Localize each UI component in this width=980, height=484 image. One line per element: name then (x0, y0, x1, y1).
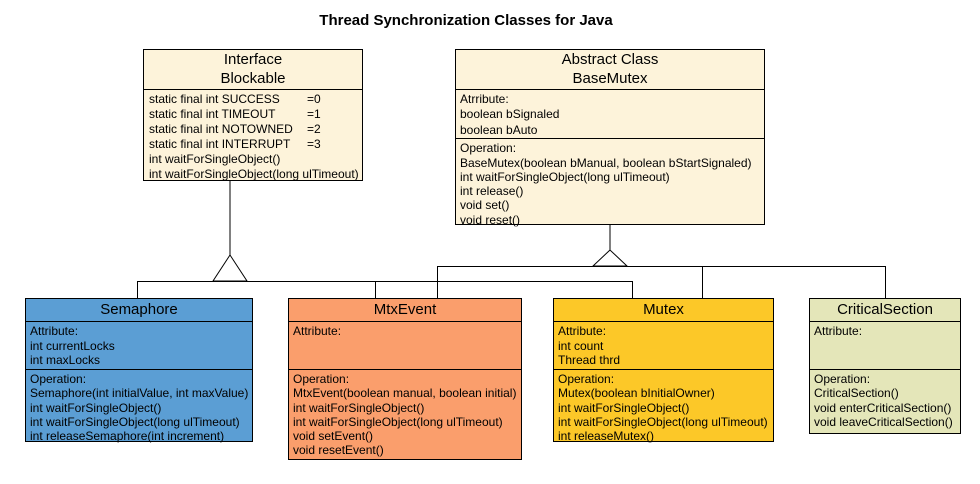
attribute-line: boolean bSignaled (460, 107, 560, 122)
basemutex-generalization-triangle (591, 249, 629, 267)
member-label: int waitForSingleObject(long ulTimeout) (149, 166, 359, 181)
operation-line: void resetEvent() (293, 443, 384, 458)
member-row: static final int TIMEOUT =1 (149, 107, 362, 122)
operation-line: int waitForSingleObject(long ulTimeout) (558, 414, 768, 429)
operation-line: void leaveCriticalSection() (814, 414, 953, 429)
member-row: static final int SUCCESS =0 (149, 92, 362, 107)
blockable-name: Blockable (220, 69, 286, 87)
operation-line: BaseMutex(boolean bManual, boolean bStar… (460, 155, 752, 170)
attribute-line: int currentLocks (30, 338, 115, 353)
member-value: =1 (307, 106, 321, 121)
blockable-generalization-triangle (212, 254, 248, 282)
operations-label: Operation: (460, 141, 517, 156)
basemutex-header: Abstract Class BaseMutex (456, 50, 764, 90)
blockable-members: static final int SUCCESS =0 static final … (144, 90, 362, 181)
member-label: static final int NOTOWNED (149, 121, 293, 136)
attribute-line: boolean bAuto (460, 122, 538, 137)
class-box-semaphore: Semaphore Attribute: int currentLocks in… (25, 298, 253, 443)
attribute-line: Thread thrd (558, 353, 621, 368)
blockable-stereotype: Interface (223, 51, 283, 68)
diagram-title: Thread Synchronization Classes for Java (319, 12, 613, 29)
member-value: =2 (307, 121, 321, 136)
criticalsection-name: CriticalSection (810, 299, 960, 322)
semaphore-operations: Operation: Semaphore(int initialValue, i… (26, 369, 252, 443)
mutex-name: Mutex (554, 299, 773, 322)
basemutex-stereotype: Abstract Class (561, 51, 659, 68)
operation-line: void set() (460, 198, 510, 213)
semaphore-name: Semaphore (26, 299, 252, 322)
mutex-operations: Operation: Mutex(boolean bInitialOwner) … (554, 369, 773, 443)
basemutex-operations: Operation: BaseMutex(boolean bManual, bo… (456, 138, 764, 227)
mutex-attributes: Attribute: int count Thread thrd (554, 322, 773, 369)
operation-line: int releaseMutex() (558, 429, 655, 444)
class-box-criticalsection: CriticalSection Attribute: Operation: Cr… (809, 298, 961, 434)
semaphore-attributes: Attribute: int currentLocks int maxLocks (26, 322, 252, 369)
attributes-label: Attribute: (30, 324, 79, 338)
blockable-header: Interface Blockable (144, 50, 362, 90)
member-row: int waitForSingleObject() (149, 152, 362, 167)
operation-line: int waitForSingleObject() (293, 400, 425, 415)
operation-line: Semaphore(int initialValue, int maxValue… (30, 386, 249, 401)
mtxevent-name: MtxEvent (289, 299, 521, 322)
class-box-basemutex: Abstract Class BaseMutex Atrribute: bool… (455, 49, 765, 227)
member-label: static final int SUCCESS (149, 92, 280, 106)
operations-label: Operation: (30, 372, 87, 386)
criticalsection-attributes: Attribute: (810, 322, 960, 369)
class-box-mtxevent: MtxEvent Attribute: Operation: MtxEvent(… (288, 298, 522, 460)
operation-line: Mutex(boolean bInitialOwner) (558, 386, 715, 401)
member-value: =3 (307, 136, 321, 151)
operation-line: int waitForSingleObject() (30, 400, 162, 415)
member-value: =0 (307, 92, 321, 106)
operation-line: int release() (460, 184, 524, 199)
attribute-line: int count (558, 338, 604, 353)
operation-line: CriticalSection() (814, 386, 899, 401)
member-row: static final int NOTOWNED =2 (149, 122, 362, 137)
operation-line: void reset() (460, 212, 521, 227)
mtxevent-operations: Operation: MtxEvent(boolean manual, bool… (289, 369, 521, 459)
attributes-label: Attribute: (293, 324, 342, 338)
attribute-line: int maxLocks (30, 353, 101, 368)
class-box-blockable: Interface Blockable static final int SUC… (143, 49, 363, 181)
operation-line: void enterCriticalSection() (814, 400, 952, 415)
member-row: int waitForSingleObject(long ulTimeout) (149, 167, 362, 182)
operations-label: Operation: (293, 372, 350, 386)
member-label: int waitForSingleObject() (149, 151, 281, 166)
attributes-label: Attribute: (558, 324, 607, 338)
member-label: static final int TIMEOUT (149, 106, 276, 121)
basemutex-attributes: Atrribute: boolean bSignaled boolean bAu… (456, 90, 764, 138)
member-row: static final int INTERRUPT =3 (149, 137, 362, 152)
operations-label: Operation: (558, 372, 615, 386)
mtxevent-attributes: Attribute: (289, 322, 521, 369)
operation-line: MtxEvent(boolean manual, boolean initial… (293, 386, 517, 401)
attributes-label: Atrribute: (460, 92, 509, 106)
operation-line: int waitForSingleObject() (558, 400, 690, 415)
operation-line: int releaseSemaphore(int increment) (30, 429, 225, 444)
operation-line: int waitForSingleObject(long ulTimeout) (293, 414, 503, 429)
attributes-label: Attribute: (814, 324, 863, 338)
operation-line: int waitForSingleObject(long ulTimeout) (30, 414, 240, 429)
class-box-mutex: Mutex Attribute: int count Thread thrd O… (553, 298, 774, 443)
operations-label: Operation: (814, 372, 871, 386)
operation-line: void setEvent() (293, 429, 374, 444)
member-label: static final int INTERRUPT (149, 136, 291, 151)
criticalsection-operations: Operation: CriticalSection() void enterC… (810, 369, 960, 433)
basemutex-name: BaseMutex (572, 69, 648, 87)
operation-line: int waitForSingleObject(long ulTimeout) (460, 169, 670, 184)
